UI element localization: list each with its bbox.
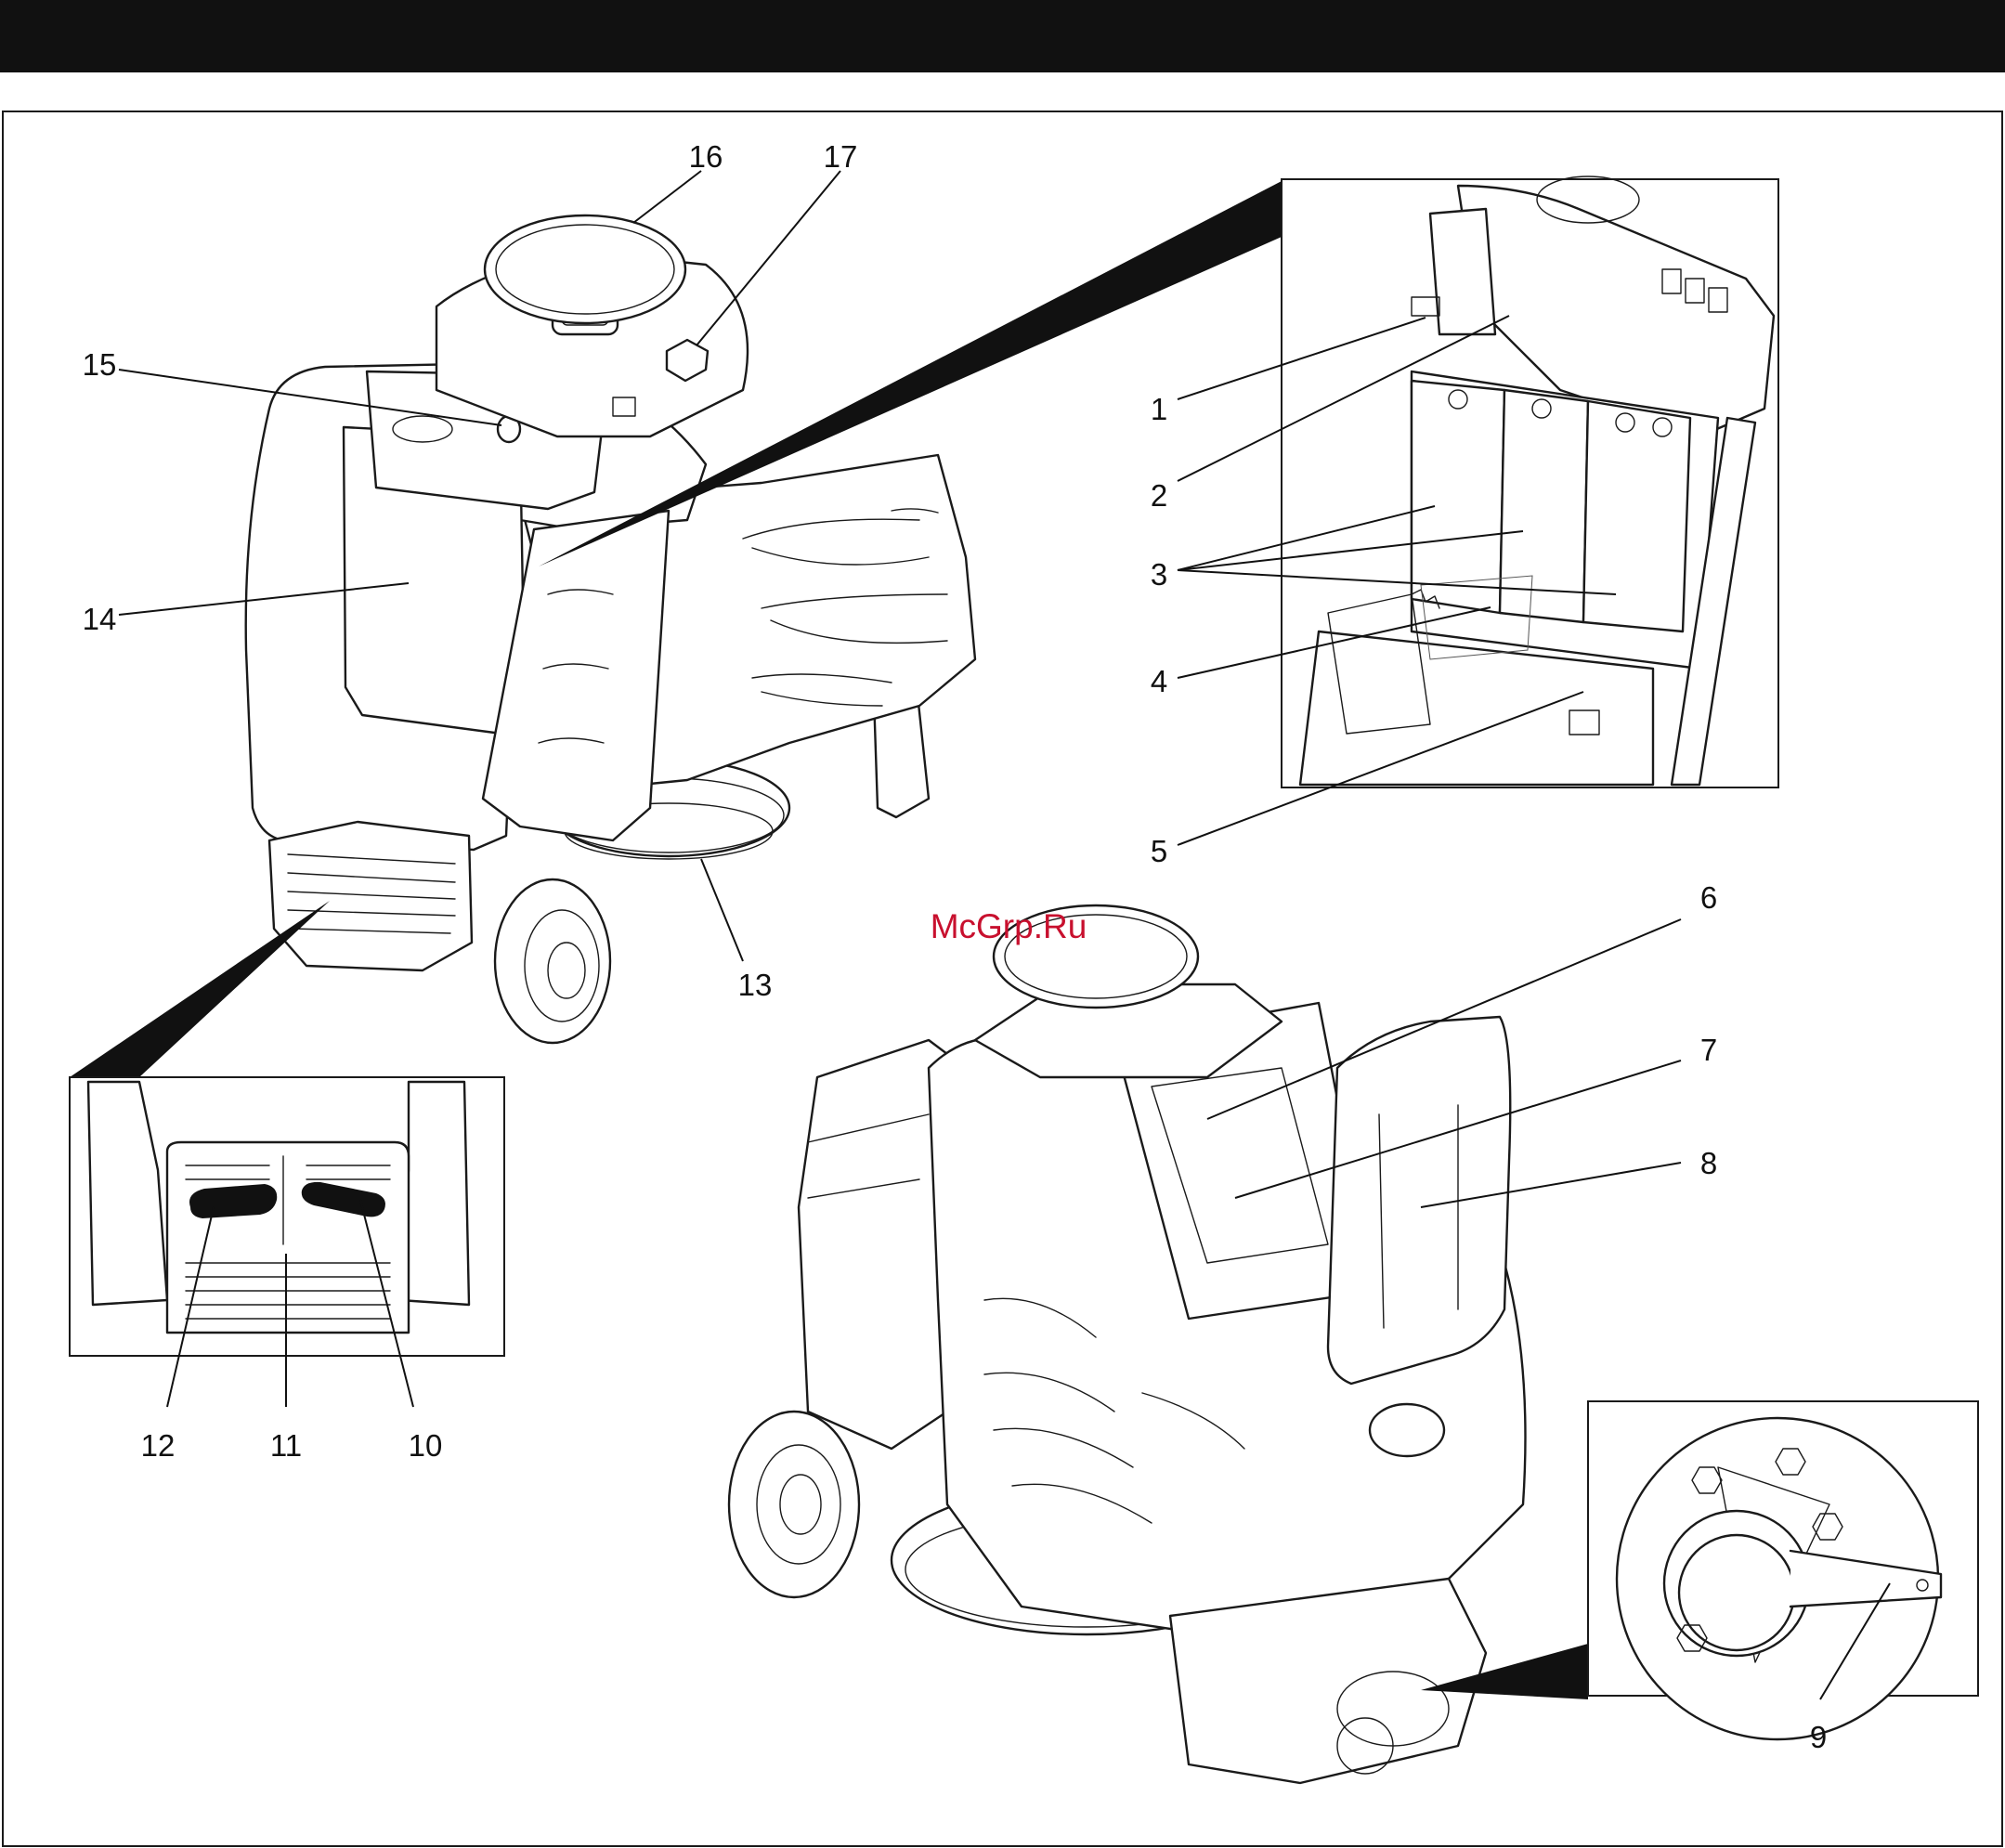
header-band	[0, 0, 2005, 72]
detail-pointer-left	[70, 901, 330, 1077]
machine-rear-view	[729, 905, 1526, 1783]
callout-8: 8	[1700, 1146, 1717, 1180]
watermark: McGrp.Ru	[931, 907, 1087, 945]
steering-wheel	[485, 215, 685, 323]
rear-lower-module	[1170, 1579, 1486, 1783]
callout-11: 11	[270, 1428, 302, 1463]
callout-15: 15	[83, 347, 117, 382]
callout-2: 2	[1151, 478, 1167, 513]
callout-1: 1	[1151, 392, 1167, 426]
footplate-right-pillar	[399, 1082, 469, 1305]
callout-16: 16	[689, 139, 723, 174]
drain-cap	[1679, 1535, 1794, 1650]
battery-2	[1500, 390, 1588, 622]
callout-14: 14	[83, 602, 117, 636]
callout-3: 3	[1151, 557, 1167, 592]
rear-handle	[1370, 1404, 1444, 1456]
callout-6: 6	[1700, 880, 1717, 915]
tilted-lid	[1328, 1017, 1510, 1384]
callout-9: 9	[1810, 1720, 1827, 1754]
front-wheel	[495, 879, 610, 1043]
footplate	[269, 822, 472, 970]
footplate-tread	[167, 1142, 409, 1333]
rear-wheel	[729, 1412, 859, 1597]
machine-front-view	[246, 215, 975, 1043]
callout-5: 5	[1151, 834, 1167, 868]
drain-detail	[1588, 1401, 1978, 1739]
callout-13: 13	[738, 968, 773, 1002]
callout-12: 12	[141, 1428, 176, 1463]
callout-17: 17	[824, 139, 858, 174]
callout-4: 4	[1151, 664, 1167, 698]
battery-compartment-detail	[1282, 176, 1778, 787]
callout-7: 7	[1700, 1033, 1717, 1067]
callout-10: 10	[409, 1428, 443, 1463]
left-pedal-pad	[189, 1184, 277, 1218]
battery-1	[1412, 381, 1504, 613]
battery-3	[1583, 401, 1690, 631]
